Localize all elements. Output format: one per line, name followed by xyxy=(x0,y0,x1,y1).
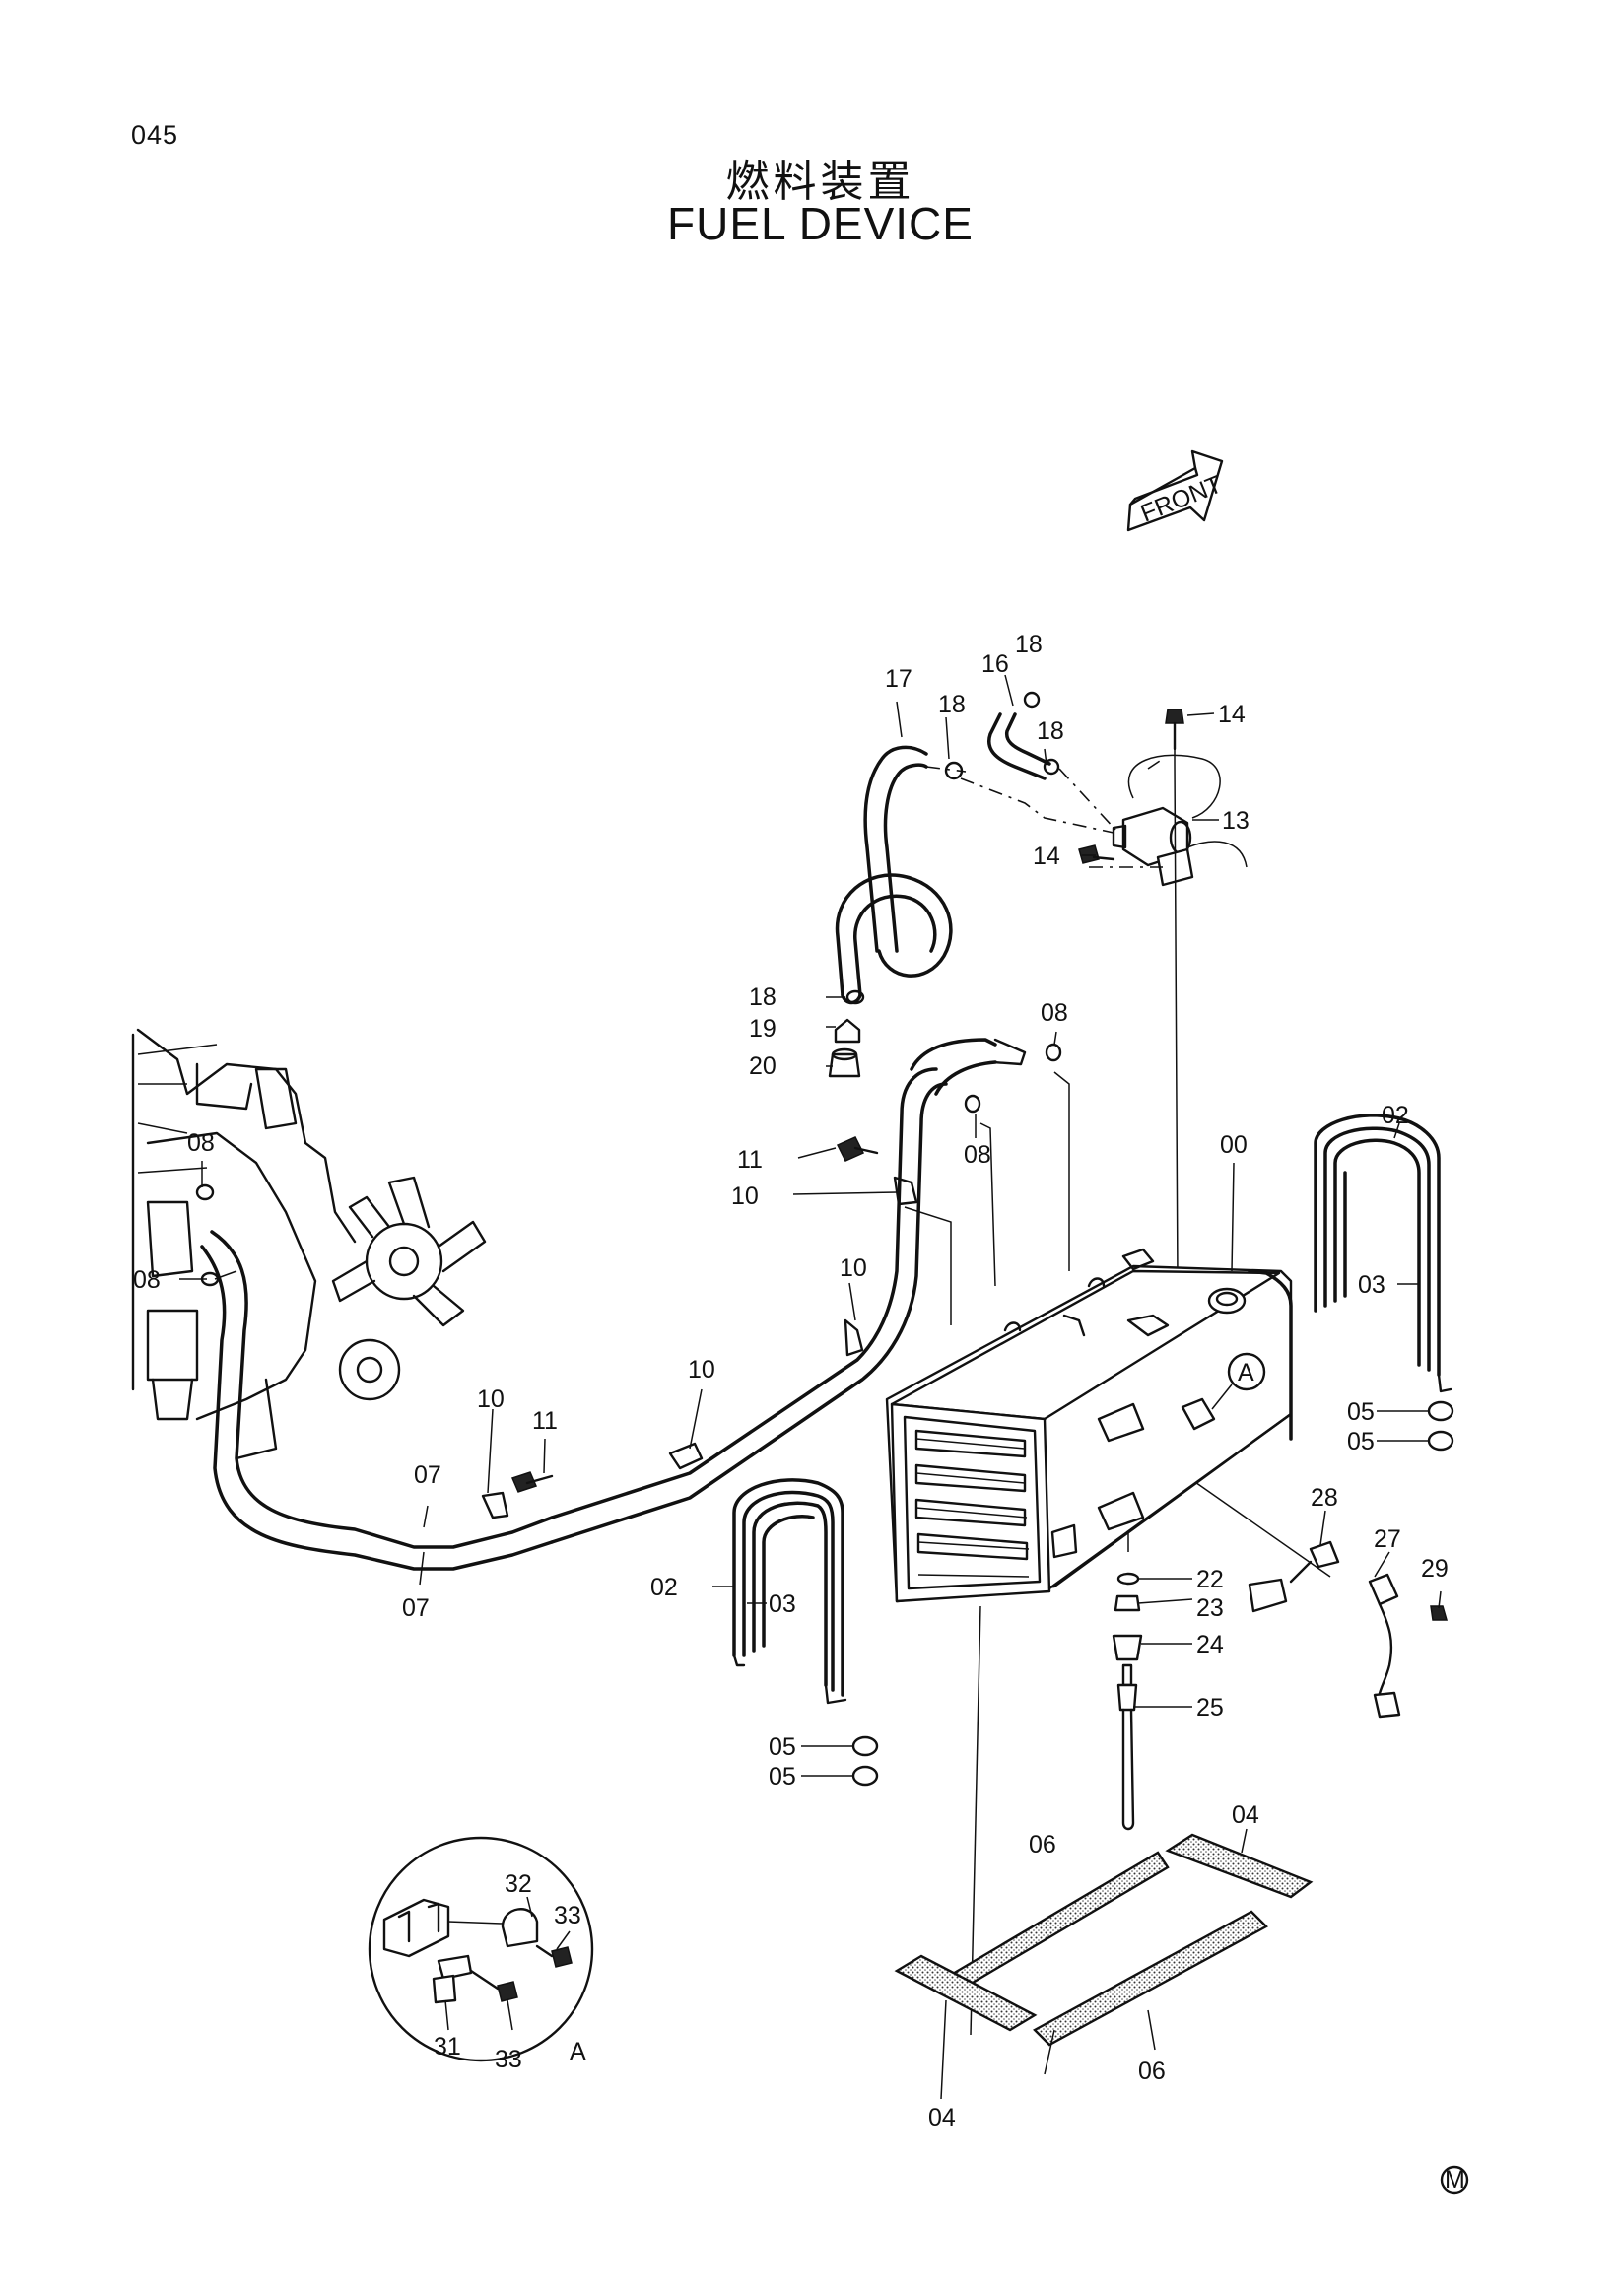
callout-29: 29 xyxy=(1421,1555,1449,1583)
fittings-18-19-20 xyxy=(195,691,1062,1287)
callout-11-bottom: 11 xyxy=(532,1407,558,1435)
fuel-pump-13 xyxy=(1078,709,1248,887)
callout-08-engine-top: 08 xyxy=(187,1129,215,1157)
fuel-hose-17 xyxy=(835,745,953,1005)
callout-33-top: 33 xyxy=(554,1902,581,1929)
detail-view-label: A xyxy=(570,2038,586,2065)
fuel-hose-07 xyxy=(200,1038,1027,1571)
fuel-sender-parts xyxy=(1248,1540,1448,1719)
callouts: 14 13 14 17 16 18 18 18 18 19 20 08 08 1… xyxy=(133,631,1449,2131)
callout-04-left: 04 xyxy=(928,2104,956,2131)
callout-06-top: 06 xyxy=(1029,1831,1056,1858)
engine-assembly xyxy=(131,1028,487,1460)
fuel-tank-00: A xyxy=(885,1248,1293,1603)
callout-27: 27 xyxy=(1374,1525,1401,1553)
callout-31: 31 xyxy=(434,2033,461,2060)
callout-19: 19 xyxy=(749,1015,777,1043)
callout-08-engine-left: 08 xyxy=(133,1266,161,1294)
callout-25: 25 xyxy=(1196,1694,1224,1722)
callout-05-a: 05 xyxy=(1347,1398,1375,1426)
tank-brackets-right xyxy=(1314,1114,1452,1393)
callout-24: 24 xyxy=(1196,1631,1224,1658)
callout-20: 20 xyxy=(749,1052,777,1080)
callout-leaders xyxy=(179,674,1442,2100)
callout-33-bottom: 33 xyxy=(495,2046,522,2073)
bolts-11 xyxy=(510,1136,879,1493)
callout-05-b: 05 xyxy=(1347,1428,1375,1455)
corner-mark: M xyxy=(1440,2165,1469,2195)
rubber-pads xyxy=(894,1833,1314,2047)
callout-03-right: 03 xyxy=(1358,1271,1385,1299)
callout-11-top: 11 xyxy=(737,1146,763,1174)
tank-brackets-left xyxy=(732,1478,847,1705)
callout-05-d: 05 xyxy=(769,1763,796,1790)
callout-22: 22 xyxy=(1196,1566,1224,1593)
callout-07-top: 07 xyxy=(414,1461,441,1489)
callout-00: 00 xyxy=(1220,1131,1248,1159)
title-japanese: 燃料装置 xyxy=(725,157,915,207)
callout-18-top: 18 xyxy=(1015,631,1043,658)
callout-02-left: 02 xyxy=(650,1574,678,1601)
callout-10-c: 10 xyxy=(688,1356,715,1384)
clamps-10 xyxy=(481,1176,918,1519)
callout-08-mid: 08 xyxy=(964,1141,991,1169)
callout-18-hose: 18 xyxy=(749,983,777,1011)
callout-18-left: 18 xyxy=(938,691,966,718)
callout-10-a: 10 xyxy=(731,1182,759,1210)
callout-32: 32 xyxy=(505,1870,532,1898)
callout-04-right: 04 xyxy=(1232,1801,1259,1829)
hose-16 xyxy=(987,712,1051,780)
callout-10-d: 10 xyxy=(477,1385,505,1413)
callout-13: 13 xyxy=(1222,807,1250,835)
title-english: FUEL DEVICE xyxy=(667,198,974,249)
callout-28: 28 xyxy=(1311,1484,1338,1512)
callout-02-right: 02 xyxy=(1382,1102,1409,1129)
callout-03-left: 03 xyxy=(769,1590,796,1618)
callout-23: 23 xyxy=(1196,1594,1224,1622)
page-number: 045 xyxy=(131,120,179,150)
svg-text:M: M xyxy=(1445,2166,1465,2194)
callout-14-top: 14 xyxy=(1218,701,1246,728)
callout-07-bottom: 07 xyxy=(402,1594,430,1622)
callout-05-c: 05 xyxy=(769,1733,796,1761)
callout-16: 16 xyxy=(981,650,1009,678)
callout-10-b: 10 xyxy=(840,1254,867,1282)
detail-reference-label: A xyxy=(1238,1359,1254,1386)
callout-06-bottom: 06 xyxy=(1138,2058,1166,2085)
callout-08-top: 08 xyxy=(1041,999,1068,1027)
front-direction-arrow: FRONT xyxy=(1126,449,1226,532)
nuts-05 xyxy=(851,1400,1454,1787)
detail-view-a: A xyxy=(368,1836,594,2065)
callout-14-bottom: 14 xyxy=(1033,843,1060,870)
callout-18-right: 18 xyxy=(1037,717,1064,745)
drain-parts xyxy=(1112,1572,1143,1831)
callout-17: 17 xyxy=(885,665,912,693)
front-label: FRONT xyxy=(1137,470,1226,527)
